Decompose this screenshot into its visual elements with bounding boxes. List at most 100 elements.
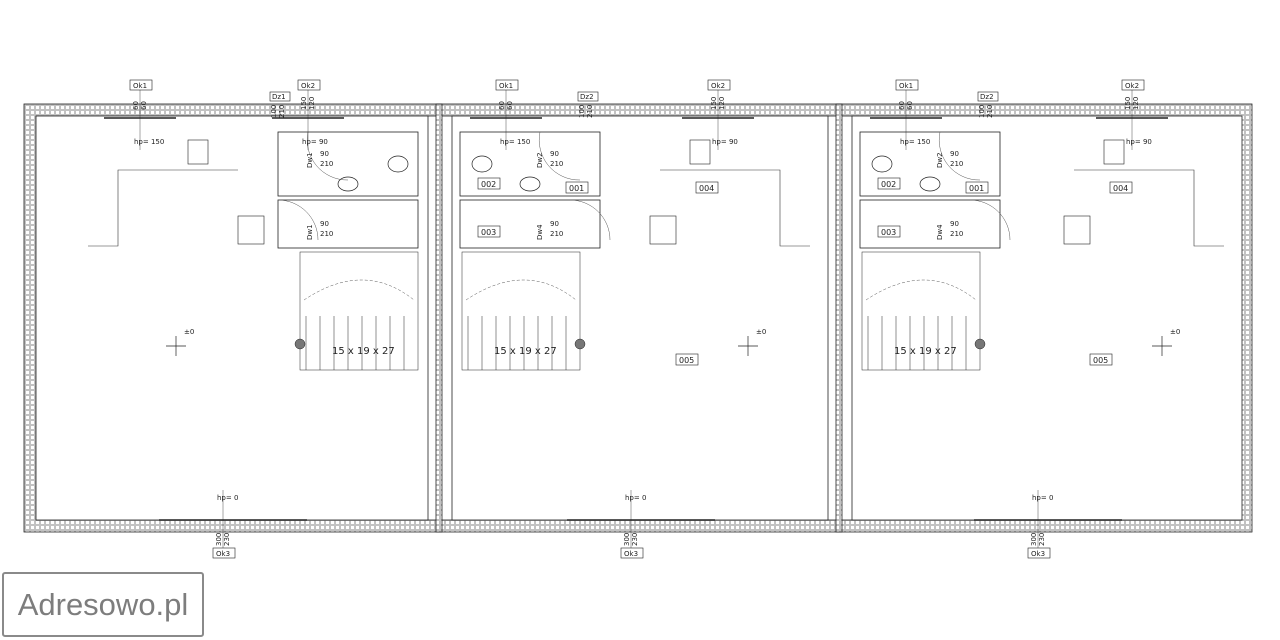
stair-winder — [465, 279, 577, 301]
room-tag-box — [1089, 353, 1113, 366]
door-width: 90 — [950, 220, 959, 228]
door-tag-box — [977, 91, 999, 102]
kitchen-counter — [660, 169, 810, 247]
door-code: Dw1 — [306, 224, 314, 240]
cooktop — [1063, 215, 1091, 245]
room-number: 001 — [969, 184, 984, 193]
stair-frame — [299, 251, 419, 371]
door-height: 210 — [950, 230, 963, 238]
door-height: 210 — [278, 105, 286, 118]
window-width: 300 — [215, 533, 223, 546]
window-tag-box — [1027, 547, 1051, 559]
stairs-label: 15 x 19 x 27 — [494, 346, 557, 357]
door-width: 100 — [578, 105, 586, 118]
door-swing-arc — [569, 199, 611, 241]
room-tag-box — [965, 181, 989, 194]
watermark: Adresowo.pl — [2, 572, 204, 637]
door-width: 100 — [270, 105, 278, 118]
room-number: 003 — [481, 228, 496, 237]
party-wall — [835, 103, 843, 533]
window-code: Ok2 — [301, 82, 315, 90]
room-number: 002 — [481, 180, 496, 189]
window-code: Ok3 — [216, 550, 230, 558]
window-code: Ok3 — [624, 550, 638, 558]
cooktop — [649, 215, 677, 245]
door-code: Dz2 — [980, 93, 994, 101]
window-code: Ok1 — [899, 82, 913, 90]
window-width: 300 — [623, 533, 631, 546]
hall-zone — [277, 199, 419, 249]
window-sill: hp= 90 — [712, 138, 738, 146]
hall-zone — [459, 199, 601, 249]
level-label: ±0 — [1170, 328, 1180, 336]
window-width: 60 — [498, 101, 506, 110]
cooktop — [237, 215, 265, 245]
room-number: 003 — [881, 228, 896, 237]
window-code: Ok2 — [1125, 82, 1139, 90]
room-tag-box — [877, 177, 901, 190]
kitchen-sink — [689, 139, 711, 165]
window-sill: hp= 150 — [900, 138, 930, 146]
window-sill: hp= 0 — [625, 494, 646, 502]
window-sill: hp= 150 — [500, 138, 530, 146]
door-swing-arc — [277, 199, 319, 241]
window-width: 300 — [1030, 533, 1038, 546]
door-swing-arc — [538, 131, 581, 181]
door-width: 90 — [320, 220, 329, 228]
level-label: ±0 — [184, 328, 194, 336]
stair-frame — [461, 251, 581, 371]
door-swing-arc — [306, 131, 349, 181]
window-height: 230 — [631, 533, 639, 546]
stair-winder — [865, 279, 977, 301]
room-tag-box — [877, 225, 901, 238]
window-width: 150 — [710, 97, 718, 110]
sink — [919, 176, 941, 192]
window-tag-box — [895, 79, 919, 91]
room-number: 005 — [1093, 356, 1108, 365]
window-height: 60 — [906, 101, 914, 110]
door-height: 210 — [586, 105, 594, 118]
door-code: Dw4 — [936, 224, 944, 240]
door-height: 210 — [550, 230, 563, 238]
toilet — [387, 155, 409, 173]
door-height: 210 — [320, 160, 333, 168]
window-sill: hp= 90 — [302, 138, 328, 146]
stair-newel — [974, 338, 986, 350]
stair-newel — [294, 338, 306, 350]
window-code: Ok1 — [499, 82, 513, 90]
door-height: 210 — [950, 160, 963, 168]
room-number: 004 — [699, 184, 714, 193]
room-tag-box — [477, 177, 501, 190]
stair-winder — [303, 279, 415, 301]
door-code: Dw2 — [536, 152, 544, 168]
kitchen-counter — [88, 169, 238, 247]
door-code: Dw2 — [936, 152, 944, 168]
door-tag-box — [269, 91, 291, 102]
room-number: 001 — [569, 184, 584, 193]
level-label: ±0 — [756, 328, 766, 336]
bathroom-zone — [277, 131, 419, 197]
stair-frame — [861, 251, 981, 371]
window-height: 230 — [1038, 533, 1046, 546]
window-tag-box — [620, 547, 644, 559]
party-wall — [435, 103, 443, 533]
window-height: 120 — [1132, 97, 1140, 110]
window-width: 150 — [1124, 97, 1132, 110]
window-width: 60 — [132, 101, 140, 110]
room-tag-box — [477, 225, 501, 238]
hall-zone — [859, 199, 1001, 249]
door-width: 90 — [550, 150, 559, 158]
stair-newel — [574, 338, 586, 350]
window-sill: hp= 0 — [1032, 494, 1053, 502]
window-height: 120 — [308, 97, 316, 110]
door-tag-box — [577, 91, 599, 102]
window-height: 120 — [718, 97, 726, 110]
room-tag-box — [565, 181, 589, 194]
window-tag-box — [212, 547, 236, 559]
stairs-label: 15 x 19 x 27 — [332, 346, 395, 357]
door-code: Dw4 — [536, 224, 544, 240]
kitchen-counter — [1074, 169, 1224, 247]
window-sill: hp= 0 — [217, 494, 238, 502]
